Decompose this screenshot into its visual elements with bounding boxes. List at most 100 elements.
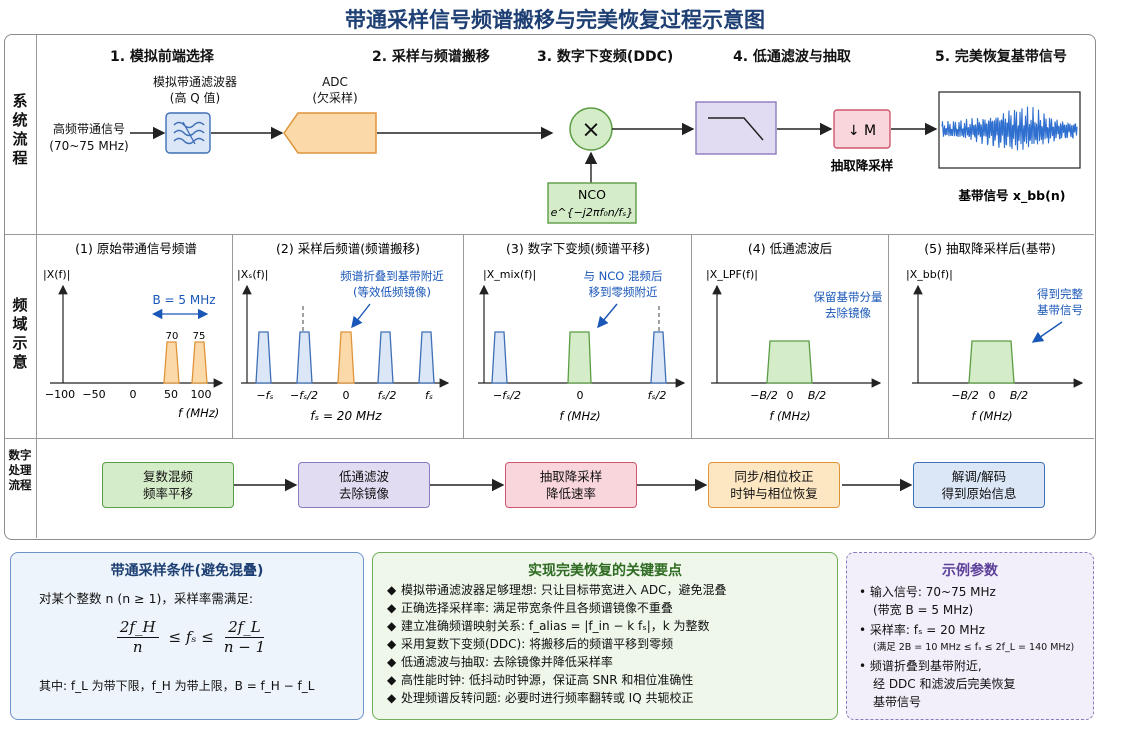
nco-formula: e^{−j2πf₀n/fₛ} [551, 206, 634, 219]
step-title-2: 2. 采样与频谱搬移 [372, 49, 490, 65]
row-label-freq: 频域示意 [12, 296, 28, 371]
example-line-3: • 采样率: fₛ = 20 MHz [859, 623, 985, 637]
p2-band-3 [337, 331, 355, 384]
p5-title: (5) 抽取降采样后(基带) [924, 241, 1055, 256]
p5-xlabel: f (MHz) [971, 409, 1012, 423]
keypoint-4-text: 采用复数下变频(DDC): 将搬移后的频谱平移到零频 [401, 637, 674, 651]
example-line-6: 经 DDC 和滤波后完美恢复 [873, 677, 1016, 691]
p2-annotation-arrow [351, 303, 371, 329]
p1-peak-75: 75 [193, 331, 206, 342]
row-divider-2 [5, 438, 1094, 439]
keypoint-7: ◆处理频谱反转问题: 必要时进行频率翻转或 IQ 共轭校正 [387, 691, 694, 705]
p5-ylabel: |X_bb(f)| [906, 268, 953, 281]
keypoint-5: ◆低通滤波与抽取: 去除镜像并降低采样率 [387, 655, 613, 669]
conditions-intro: 对某个整数 n (n ≥ 1)，采样率需满足: [39, 591, 254, 606]
label-column-divider [36, 35, 37, 538]
p4-tick-1: −B/2 [750, 389, 777, 402]
keypoints-title: 实现完美恢复的关键要点 [528, 563, 682, 579]
conditions-formula: 2f_H n ≤ fₛ ≤ 2f_L n − 1 [71, 615, 311, 659]
digital-step-demod: 解调/解码 得到原始信息 [913, 462, 1045, 508]
decimator-label: 抽取降采样 [831, 158, 894, 173]
p2-tick-2: −fₛ/2 [290, 389, 318, 402]
baseband-waveform [941, 106, 1078, 151]
freq-divider-2 [463, 235, 464, 438]
adc-block [283, 112, 377, 154]
p4-annotation-2: 去除镜像 [825, 306, 871, 320]
p5-tick-1: −B/2 [951, 389, 978, 402]
p3-xlabel: f (MHz) [559, 409, 600, 423]
p2-band-5 [418, 331, 435, 384]
input-label-line1: 高频带通信号 [52, 122, 125, 136]
p1-tick-0: 0 [130, 388, 137, 401]
digital-step-mixing: 复数混频 频率平移 [102, 462, 234, 508]
p3-band-left [491, 331, 508, 384]
p4-title: (4) 低通滤波后 [748, 241, 832, 256]
p1-xlabel: f (MHz) [178, 406, 219, 420]
p4-ylabel: |X_LPF(f)| [706, 268, 758, 281]
example-title: 示例参数 [942, 563, 998, 579]
p2-tick-3: 0 [343, 389, 350, 402]
p3-title: (3) 数字下变频(频谱平移) [506, 241, 650, 256]
conditions-note: 其中: f_L 为带下限，f_H 为带上限，B = f_H − f_L [39, 679, 315, 693]
p2-band-1 [255, 331, 272, 384]
decimator-block [833, 109, 891, 149]
p1-ylabel: |X(f)| [43, 268, 70, 281]
digital-step-4-line1: 同步/相位校正 [734, 469, 814, 484]
row-divider-1 [5, 234, 1094, 235]
freq-divider-1 [232, 235, 233, 438]
lowpass-filter-icon [695, 101, 777, 155]
p2-tick-4: fₛ/2 [378, 389, 397, 402]
p5-annotation-arrow [1031, 321, 1063, 343]
p1-band-70 [163, 341, 180, 384]
keypoint-6-text: 高性能时钟: 低抖动时钟源，保证高 SNR 和相位准确性 [401, 673, 694, 687]
step-title-5: 5. 完美恢复基带信号 [935, 49, 1067, 65]
p3-band-right [650, 331, 667, 384]
p4-band [766, 340, 813, 384]
digital-step-5-line2: 得到原始信息 [941, 486, 1017, 501]
page-title: 带通采样信号频谱搬移与完美恢复过程示意图 [345, 8, 765, 32]
p5-band [968, 340, 1015, 384]
p5-tick-3: B/2 [1010, 389, 1028, 402]
example-line-4: (满足 2B = 10 MHz ≤ fₛ ≤ 2f_L = 140 MHz) [873, 642, 1075, 653]
p1-tick-100: 100 [191, 388, 212, 401]
keypoint-4: ◆采用复数下变频(DDC): 将搬移后的频谱平移到零频 [387, 637, 674, 651]
example-box: 示例参数 • 输入信号: 70~75 MHz (带宽 B = 5 MHz) • … [846, 552, 1094, 720]
row-label-digital: 数字处理流程 [8, 448, 32, 492]
p1-peak-70: 70 [166, 331, 179, 342]
p2-tick-5: fₛ [425, 389, 433, 402]
p4-tick-2: 0 [787, 389, 794, 402]
keypoint-1: ◆模拟带通滤波器足够理想: 只让目标带宽进入 ADC，避免混叠 [387, 583, 727, 597]
p2-annotation-1: 频谱折叠到基带附近 [340, 269, 444, 283]
p2-ylabel: |Xₛ(f)| [237, 268, 269, 281]
p3-tick-1: −fₛ/2 [493, 389, 521, 402]
example-line-7: 基带信号 [873, 695, 922, 709]
p3-annotation-arrow [597, 303, 618, 329]
digital-step-sync: 同步/相位校正 时钟与相位恢复 [708, 462, 840, 508]
p2-annotation-2: (等效低频镜像) [353, 285, 431, 299]
p5-annotation-2: 基带信号 [1037, 303, 1083, 317]
keypoint-7-text: 处理频谱反转问题: 必要时进行频率翻转或 IQ 共轭校正 [401, 691, 694, 705]
digital-step-decimation: 抽取降采样 降低速率 [505, 462, 637, 508]
keypoint-3: ◆建立准确频谱映射关系: f_alias = |f_in − k fₛ|，k 为… [387, 619, 710, 633]
mixer-symbol: × [581, 117, 600, 143]
p2-tick-1: −fₛ [256, 389, 273, 402]
conditions-box: 带通采样条件(避免混叠) 对某个整数 n (n ≥ 1)，采样率需满足: 2f_… [10, 552, 364, 720]
example-line-1: • 输入信号: 70~75 MHz [859, 585, 996, 599]
formula-left-den: n [132, 637, 143, 656]
p3-tick-2: 0 [577, 389, 584, 402]
step-title-3: 3. 数字下变频(DDC) [537, 49, 674, 65]
p3-band-center [567, 331, 592, 384]
digital-flow-arrows [233, 478, 913, 492]
digital-step-5-line1: 解调/解码 [951, 469, 1007, 484]
p3-annotation-1: 与 NCO 混频后 [584, 269, 663, 283]
digital-step-4-line2: 时钟与相位恢复 [730, 486, 818, 501]
nco-block [547, 182, 637, 224]
p2-band-2 [296, 331, 313, 384]
p2-title: (2) 采样后频谱(频谱搬移) [276, 241, 420, 256]
keypoint-6: ◆高性能时钟: 低抖动时钟源，保证高 SNR 和相位准确性 [387, 673, 694, 687]
p2-band-4 [377, 331, 394, 384]
system-flow-diagram: × NCO e^{−j2πf₀n/fₛ} ↓ M 抽取降采样 基带信号 x_bb… [130, 91, 1081, 224]
formula-mid: ≤ fₛ ≤ [168, 628, 214, 646]
baseband-output-label: 基带信号 x_bb(n) [958, 188, 1066, 204]
digital-step-2-line1: 低通滤波 [338, 469, 389, 484]
